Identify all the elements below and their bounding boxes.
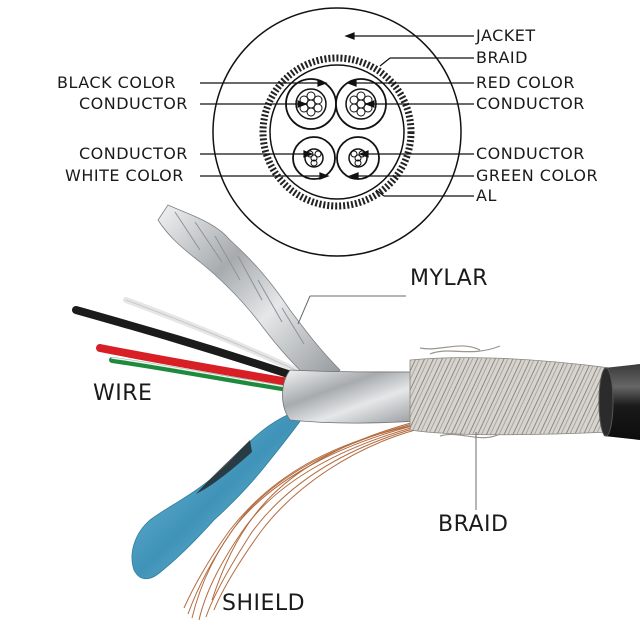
cross-section — [200, 7, 474, 257]
label-wire: WIRE — [93, 381, 153, 406]
label-al: AL — [476, 186, 497, 205]
conductor-bottom-left — [292, 136, 336, 180]
conductor-top-right — [335, 78, 387, 130]
red-wire — [96, 344, 304, 388]
blue-shield — [131, 409, 306, 580]
label-conductor-top-left: CONDUCTOR — [79, 94, 188, 113]
label-conductor-bottom-left: CONDUCTOR — [79, 144, 188, 163]
label-black-color: BLACK COLOR — [57, 73, 176, 92]
label-green-color: GREEN COLOR — [476, 166, 599, 185]
jacket-cut-edge — [598, 367, 614, 437]
copper-shield-strands — [183, 419, 423, 621]
label-conductor-bottom-right: CONDUCTOR — [476, 144, 585, 163]
al-foil-ring — [269, 64, 405, 200]
label-mylar: MYLAR — [410, 266, 489, 291]
cable-callout-lines — [297, 295, 477, 510]
label-jacket: JACKET — [476, 26, 536, 45]
label-shield: SHIELD — [222, 591, 306, 616]
label-braid-section: BRAID — [476, 48, 528, 67]
braid-layer — [409, 357, 611, 436]
label-red-color: RED COLOR — [476, 73, 575, 92]
leader-lines — [200, 32, 474, 197]
foil-wrapped-core — [282, 369, 431, 424]
label-white-color: WHITE COLOR — [65, 166, 184, 185]
label-braid-cable: BRAID — [438, 512, 509, 537]
blue-shield-dark-fold — [196, 440, 252, 494]
label-conductor-top-right: CONDUCTOR — [476, 94, 585, 113]
black-wire — [72, 306, 304, 382]
cable-illustration — [72, 204, 640, 621]
